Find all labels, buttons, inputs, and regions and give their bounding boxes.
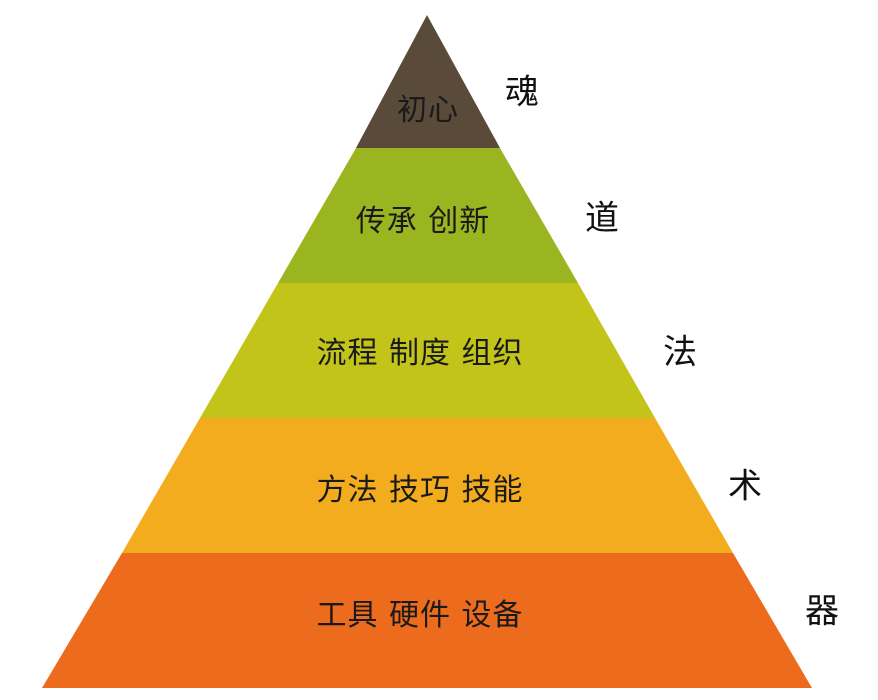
pyramid-layer-5 — [42, 553, 812, 688]
pyramid-layer-2 — [278, 148, 578, 283]
layer-label-2: 传承 创新 — [355, 204, 491, 239]
pyramid-layer-1 — [356, 15, 500, 148]
side-label-1: 魂 — [505, 72, 539, 113]
layer-label-3: 流程 制度 组织 — [316, 336, 524, 371]
layer-label-4: 方法 技巧 技能 — [316, 473, 524, 508]
layer-label-5: 工具 硬件 设备 — [316, 598, 524, 633]
pyramid-layer-3 — [200, 283, 655, 418]
pyramid-layer-4 — [122, 418, 733, 553]
side-label-4: 术 — [728, 466, 762, 507]
side-label-5: 器 — [805, 591, 839, 632]
layer-label-1: 初心 — [397, 93, 459, 128]
side-label-3: 法 — [663, 332, 697, 373]
side-label-2: 道 — [585, 198, 619, 239]
